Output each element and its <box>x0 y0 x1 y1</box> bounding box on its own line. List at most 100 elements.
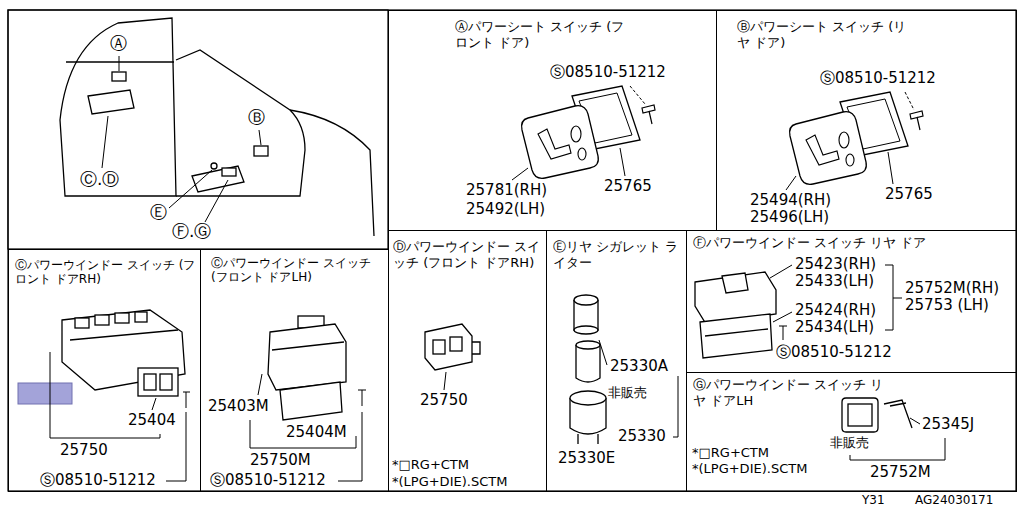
car-door-illustration <box>112 72 126 81</box>
car-door-illustration <box>222 168 236 176</box>
window-switch-rear-lh <box>884 400 912 428</box>
part-label: *□RG+CTM <box>692 446 769 461</box>
cigarette-lighter <box>578 434 598 444</box>
part-label: Ⓔ <box>150 203 167 223</box>
leader-line <box>102 56 261 222</box>
leader-line <box>786 176 796 190</box>
car-door-illustration <box>60 18 374 236</box>
cigarette-lighter <box>576 341 600 349</box>
part-label: 25434(LH) <box>795 319 874 336</box>
panel-heading: Ⓒパワーウインドー スイッチ (フロント ドアLH) <box>211 256 376 285</box>
part-label: Ⓐ <box>110 34 127 54</box>
window-switch-rear-lh <box>848 404 872 426</box>
window-switch-front-rh <box>62 310 185 390</box>
leader-line <box>338 412 362 481</box>
window-switch-front-lh <box>268 324 346 390</box>
power-seat-switch <box>522 86 655 178</box>
part-label: 25330 <box>618 428 666 445</box>
leader-line <box>910 418 920 424</box>
part-label: *(LPG+DIE).SCTM <box>692 462 807 477</box>
panel-heading: Ⓒパワーウインドー スイッチ (フロント ドアRH) <box>15 258 197 287</box>
part-label: 25494(RH) <box>750 192 831 209</box>
leader-line <box>444 372 446 390</box>
part-label: 25403M <box>208 398 269 415</box>
part-label: Ⓢ08510-51212 <box>550 64 666 81</box>
leader-line <box>630 86 645 104</box>
leader-line <box>599 340 607 365</box>
car-door-illustration <box>66 61 174 62</box>
cigarette-lighter <box>570 295 606 444</box>
part-label: Ⓕ.Ⓖ <box>172 222 211 242</box>
cigarette-lighter <box>574 326 598 334</box>
leader-line <box>512 168 528 180</box>
panel-heading: Ⓓパワーウインドー スイッチ (フロント ドアRH) <box>393 239 543 270</box>
part-label: Ⓢ08510-51212 <box>210 472 326 489</box>
panel-box: Ⓓパワーウインドー スイッチ (フロント ドアRH) <box>388 230 547 492</box>
window-switch-passenger <box>472 342 480 354</box>
leader-line <box>258 374 262 395</box>
leader-line <box>888 152 893 184</box>
car-door-illustration <box>176 50 305 196</box>
part-label: AG24030171 <box>915 494 993 508</box>
window-switch-rear <box>695 272 776 358</box>
leader-line <box>770 265 792 278</box>
frame-lines <box>8 10 1016 491</box>
window-switch-front-lh <box>268 316 346 420</box>
leader-line <box>599 340 678 437</box>
part-label: 25424(RH) <box>795 302 876 319</box>
window-switch-passenger <box>425 324 480 370</box>
part-label: Ⓢ08510-51212 <box>776 344 892 361</box>
part-label: *(LPG+DIE).SCTM <box>392 475 507 490</box>
part-label: 25330A <box>610 358 668 375</box>
panel-heading: Ⓕパワーウインドー スイッチ リヤ ドア <box>693 235 1013 251</box>
part-label: 25781(RH) <box>466 182 547 199</box>
part-label: 25404M <box>286 424 347 441</box>
window-switch-passenger <box>433 340 445 354</box>
leader-line <box>152 398 156 410</box>
part-label: 25423(RH) <box>795 256 876 273</box>
leader-line <box>885 265 902 330</box>
leader-line <box>102 116 108 168</box>
window-switch-front-rh <box>95 315 109 325</box>
leader-line <box>259 130 261 145</box>
leader-line <box>905 92 914 110</box>
part-label: 25750 <box>420 392 468 409</box>
frame-lines <box>8 10 1016 491</box>
part-label: Ⓢ08510-51212 <box>40 472 156 489</box>
leader-line <box>205 180 228 222</box>
part-label: 25765 <box>885 186 933 203</box>
part-label: Ⓑ <box>248 108 265 128</box>
part-label: 25753 (LH) <box>905 297 989 314</box>
window-switch-passenger <box>425 324 472 370</box>
part-label: Ⓢ08510-51212 <box>820 70 936 87</box>
part-label: 25404 <box>128 412 176 429</box>
part-label: 非販売 <box>608 386 647 401</box>
part-label: 25492(LH) <box>466 201 545 218</box>
leader-line <box>358 390 366 406</box>
panel-box: Ⓐパワーシート スイッチ (フロント ドア) <box>388 10 717 231</box>
window-switch-rear <box>705 329 768 336</box>
part-label: 25752M(RH) <box>905 280 999 297</box>
leader-line <box>50 352 190 481</box>
window-switch-front-lh <box>280 382 342 420</box>
window-switch-front-rh <box>115 313 129 323</box>
frame-lines <box>8 10 388 249</box>
window-switch-front-rh <box>62 310 185 396</box>
window-switch-rear-lh <box>842 398 878 432</box>
part-label: 非販売 <box>830 436 869 451</box>
leader-line <box>620 148 625 176</box>
window-switch-front-rh <box>75 318 89 328</box>
part-label: 25330E <box>558 450 615 467</box>
leader-line <box>250 374 366 481</box>
leader-line <box>119 56 120 71</box>
panel-heading: Ⓑパワーシート スイッチ (リヤ ドア) <box>737 19 907 50</box>
leader-line <box>770 265 902 340</box>
window-switch-passenger <box>450 337 462 351</box>
cigarette-lighter <box>570 391 606 405</box>
car-door-illustration <box>211 163 217 169</box>
leader-line <box>250 420 356 448</box>
highlight-box <box>18 383 72 404</box>
part-label: 25345J <box>922 416 974 433</box>
leader-line <box>773 312 792 322</box>
car-door-illustration <box>192 166 244 192</box>
